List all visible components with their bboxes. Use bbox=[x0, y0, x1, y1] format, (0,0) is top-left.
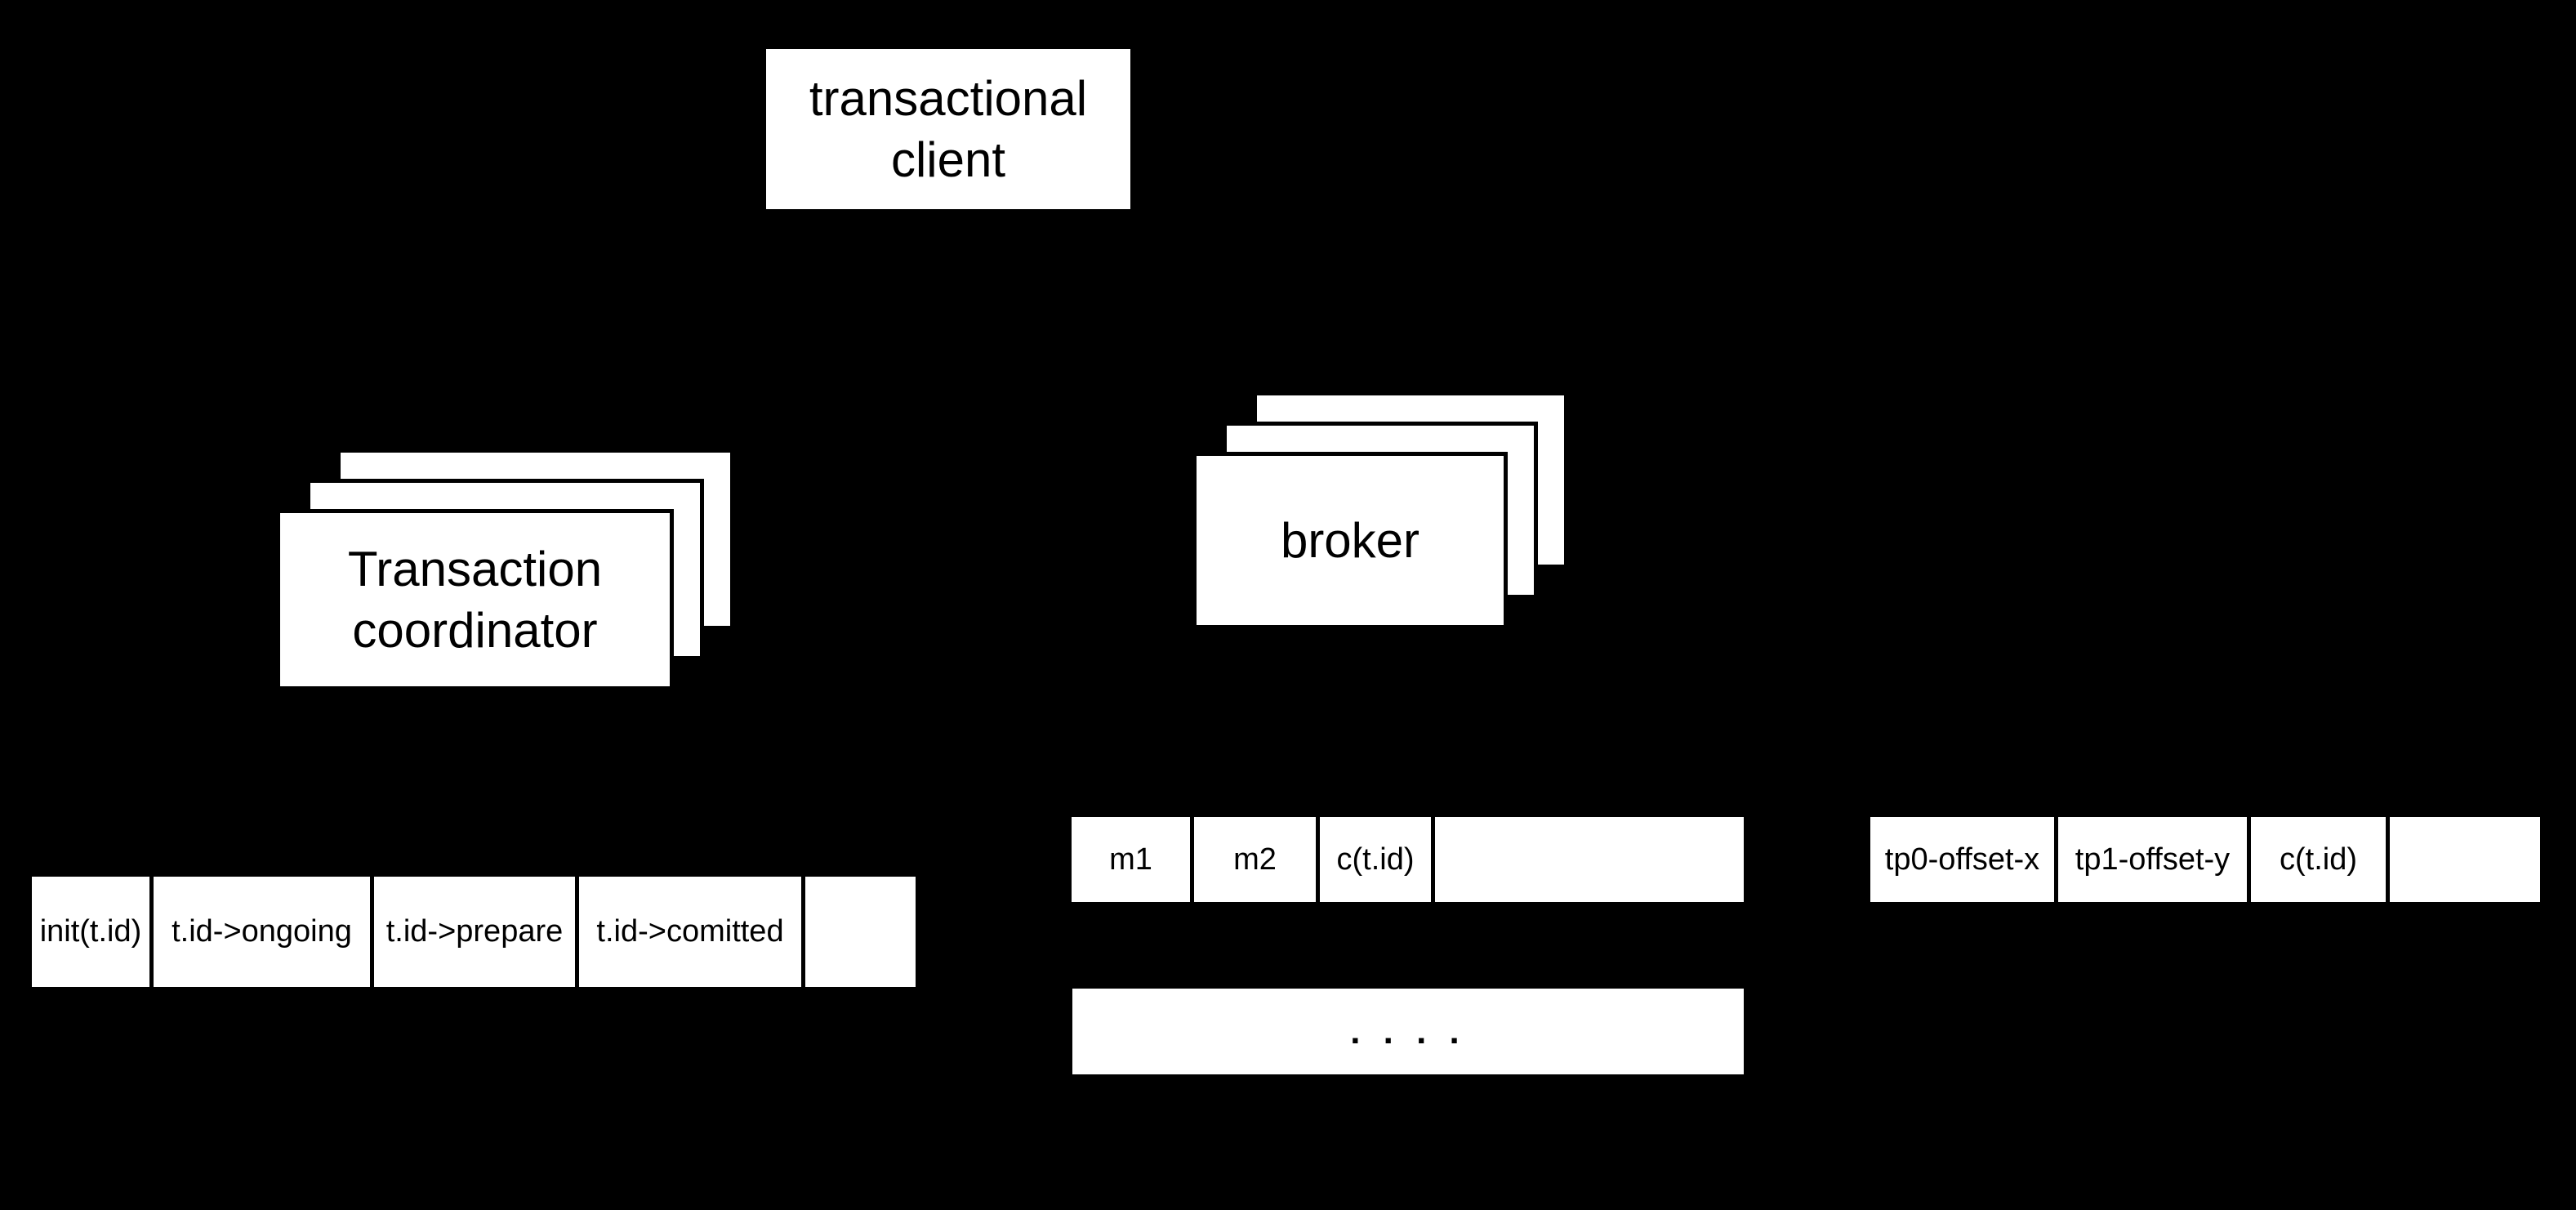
transactional-client-label: transactional client bbox=[809, 71, 1088, 187]
more-partitions-ellipsis: . . . . bbox=[1350, 1011, 1466, 1051]
broker-partition-row: m1 m2 c(t.id) bbox=[1072, 817, 1744, 902]
broker-partition-cell-m1: m1 bbox=[1072, 817, 1190, 902]
transaction-log-cell-comitted: t.id->comitted bbox=[579, 877, 801, 987]
consumer-offsets-cell-tp1: tp1-offset-y bbox=[2058, 817, 2247, 902]
consumer-offsets-cell-tp0: tp0-offset-x bbox=[1870, 817, 2054, 902]
broker-label: broker bbox=[1280, 513, 1420, 568]
consumer-offsets-row: tp0-offset-x tp1-offset-y c(t.id) bbox=[1870, 817, 2540, 902]
transactional-client-box: transactional client bbox=[766, 49, 1130, 209]
broker-partition-cell-m2: m2 bbox=[1194, 817, 1316, 902]
consumer-offsets-cell-empty bbox=[2390, 817, 2540, 902]
broker-partition-cell-empty bbox=[1435, 817, 1744, 902]
coordinator-label: Transaction coordinator bbox=[347, 542, 603, 658]
transaction-log-cell-init: init(t.id) bbox=[32, 877, 149, 987]
transaction-log-cell-empty bbox=[805, 877, 916, 987]
coordinator-stack-front: Transaction coordinator bbox=[276, 509, 674, 690]
consumer-offsets-cell-commit: c(t.id) bbox=[2251, 817, 2386, 902]
transaction-log-cell-ongoing: t.id->ongoing bbox=[154, 877, 370, 987]
transaction-log-row: init(t.id) t.id->ongoing t.id->prepare t… bbox=[32, 877, 916, 987]
broker-partition-cell-commit: c(t.id) bbox=[1320, 817, 1431, 902]
broker-stack-front: broker bbox=[1192, 452, 1508, 629]
transaction-log-cell-prepare: t.id->prepare bbox=[374, 877, 575, 987]
more-partitions-box: . . . . bbox=[1072, 989, 1744, 1074]
